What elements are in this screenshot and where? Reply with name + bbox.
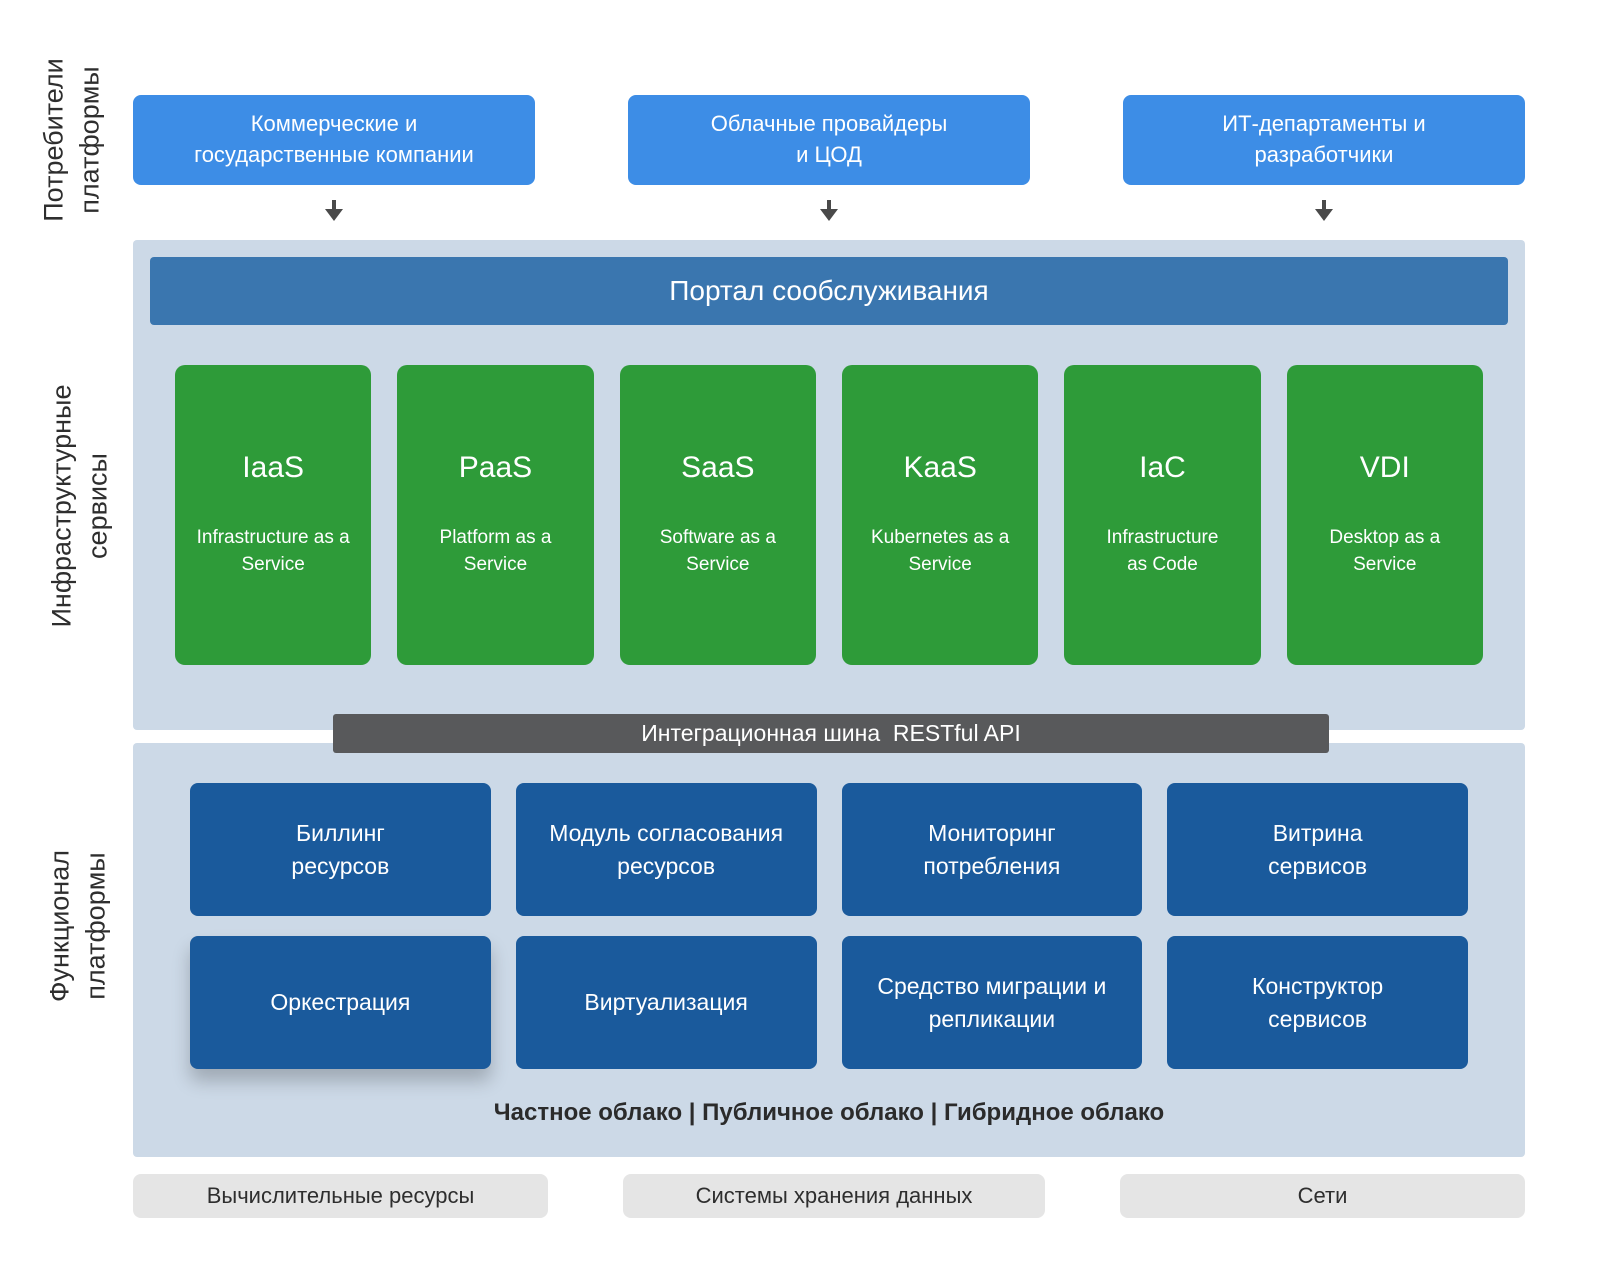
arrow-stem	[1322, 200, 1326, 209]
service-card-paas: PaaS Platform as a Service	[397, 365, 594, 665]
service-abbr: KaaS	[903, 451, 977, 485]
module-monitoring: Мониторинг потребления	[841, 783, 1143, 916]
service-card-kaas: KaaS Kubernetes as a Service	[841, 365, 1039, 665]
service-abbr: VDI	[1359, 451, 1410, 485]
arrows-row	[133, 200, 1525, 226]
side-label-infrastructure-services: Инфраструктурные сервисы	[46, 384, 112, 628]
arrow-head	[1315, 209, 1333, 221]
consumer-box-cloud-providers: Облачные провайдеры и ЦОД	[628, 95, 1030, 185]
service-name: Desktop as a Service	[1329, 527, 1441, 575]
service-abbr: SaaS	[681, 451, 755, 485]
arrow-cell	[628, 200, 1030, 226]
service-card-iac: IaC Infrastructure as Code	[1064, 365, 1261, 665]
resource-storage: Системы хранения данных	[623, 1174, 1045, 1218]
side-label-platform-functionality: Функционал платформы	[44, 850, 110, 1002]
module-billing: Биллинг ресурсов	[190, 783, 491, 916]
consumer-box-it-departments: ИТ-департаменты и разработчики	[1123, 95, 1525, 185]
down-arrow-icon	[1315, 200, 1333, 226]
arrow-head	[820, 209, 838, 221]
arrow-cell	[133, 200, 535, 226]
service-name: Platform as a Service	[439, 527, 552, 575]
service-abbr: PaaS	[458, 451, 533, 485]
down-arrow-icon	[820, 200, 838, 226]
service-card-iaas: IaaS Infrastructure as a Service	[175, 365, 372, 665]
cloud-types-caption: Частное облако | Публичное облако | Гибр…	[493, 1099, 1165, 1126]
module-service-storefront: Витрина сервисов	[1167, 783, 1468, 916]
consumers-row: Коммерческие и государственные компании …	[133, 95, 1525, 185]
resource-networks: Сети	[1120, 1174, 1525, 1218]
arrow-cell	[1123, 200, 1525, 226]
integration-bus-bar: Интеграционная шина RESTful API	[333, 714, 1329, 753]
service-abbr: IaC	[1139, 451, 1186, 485]
consumer-box-companies: Коммерческие и государственные компании	[133, 95, 535, 185]
service-name: Infrastructure as a Service	[196, 527, 350, 575]
module-service-constructor: Конструктор сервисов	[1167, 936, 1468, 1069]
resources-row: Вычислительные ресурсы Системы хранения …	[133, 1174, 1525, 1218]
platform-functionality-panel: Биллинг ресурсов Модуль согласования рес…	[133, 743, 1525, 1157]
module-migration-replication: Средство миграции и репликации	[841, 936, 1143, 1069]
arrow-stem	[332, 200, 336, 209]
side-label-platform-consumers: Потребители платформы	[38, 58, 104, 222]
service-card-vdi: VDI Desktop as a Service	[1286, 365, 1483, 665]
service-name: Infrastructure as Code	[1106, 527, 1219, 575]
service-name: Kubernetes as a Service	[870, 527, 1010, 575]
services-row: IaaS Infrastructure as a Service PaaS Pl…	[175, 365, 1483, 665]
arrow-stem	[827, 200, 831, 209]
infrastructure-services-panel: Портал сообслуживания IaaS Infrastructur…	[133, 240, 1525, 730]
service-card-saas: SaaS Software as a Service	[619, 365, 816, 665]
self-service-portal-bar: Портал сообслуживания	[150, 257, 1508, 325]
modules-grid: Биллинг ресурсов Модуль согласования рес…	[190, 783, 1468, 1069]
module-orchestration: Оркестрация	[190, 936, 491, 1069]
service-name: Software as a Service	[659, 527, 776, 575]
service-abbr: IaaS	[242, 451, 305, 485]
down-arrow-icon	[325, 200, 343, 226]
module-virtualization: Виртуализация	[515, 936, 817, 1069]
resource-compute: Вычислительные ресурсы	[133, 1174, 548, 1218]
module-approval: Модуль согласования ресурсов	[515, 783, 817, 916]
arrow-head	[325, 209, 343, 221]
